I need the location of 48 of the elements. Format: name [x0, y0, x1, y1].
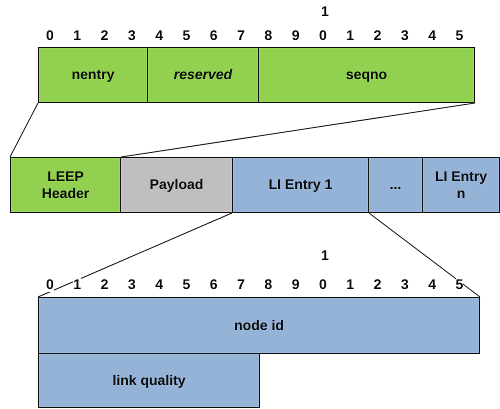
bit-number: 2 [374, 27, 382, 43]
bit-number: 4 [428, 276, 436, 292]
bit-number: 5 [456, 276, 464, 292]
field-box: nentry [38, 47, 148, 103]
bit-number: 3 [400, 27, 409, 43]
bit-number: 3 [400, 276, 409, 292]
bit-number: 6 [210, 276, 218, 292]
expansion-line [368, 212, 480, 298]
bit-number: 0 [319, 27, 327, 43]
bit-number: 1 [73, 276, 82, 292]
bit-number: 9 [292, 276, 300, 292]
bit-number: 3 [128, 276, 136, 292]
field-box: reserved [147, 47, 259, 103]
field-box: seqno [258, 47, 475, 103]
bit-number: 7 [237, 276, 245, 292]
entry-box: LI Entry n [422, 157, 500, 213]
bit-number-tens: 1 [321, 3, 329, 19]
bit-number: 7 [237, 27, 245, 43]
bit-number: 5 [182, 27, 190, 43]
bit-number: 1 [346, 27, 354, 43]
bit-number: 1 [346, 276, 354, 292]
bit-number: 6 [210, 27, 218, 43]
ellipsis-box: ... [368, 157, 423, 213]
bit-number: 1 [73, 27, 82, 43]
bit-number: 9 [292, 27, 300, 43]
bit-number: 2 [100, 27, 108, 43]
bit-number: 3 [128, 27, 136, 43]
field-box: node id [38, 297, 480, 354]
bit-number: 8 [264, 27, 272, 43]
bit-number: 2 [100, 276, 108, 292]
expansion-line [38, 212, 232, 298]
bit-number: 4 [428, 27, 436, 43]
bit-number: 0 [319, 276, 327, 292]
field-box: link quality [38, 353, 260, 408]
bit-number: 2 [374, 276, 382, 292]
bit-number: 8 [264, 276, 272, 292]
bit-number: 4 [155, 276, 163, 292]
bit-number-tens: 1 [321, 247, 329, 263]
entry-box: LI Entry 1 [232, 157, 369, 213]
expansion-line [120, 102, 476, 158]
bit-number: 5 [456, 27, 464, 43]
header-box: LEEP Header [10, 157, 121, 213]
expansion-line [10, 102, 38, 158]
bit-number: 4 [155, 27, 163, 43]
bit-number: 0 [46, 276, 54, 292]
payload-box: Payload [120, 157, 233, 213]
bit-number: 0 [46, 27, 54, 43]
bit-number: 5 [182, 276, 190, 292]
